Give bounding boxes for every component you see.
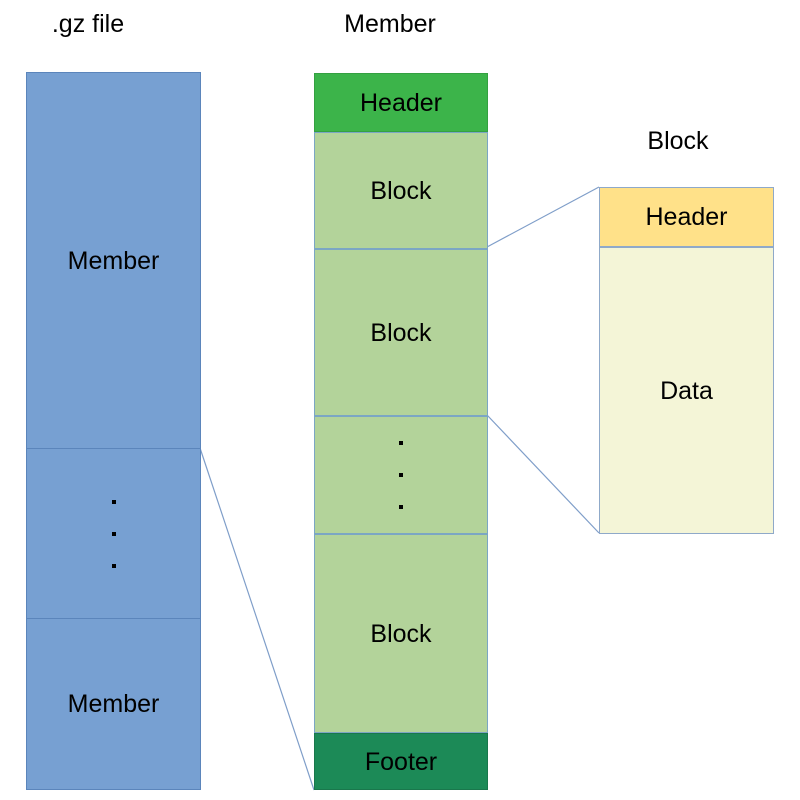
connector-member-to-block-top (486, 186, 600, 248)
member-title: Member (344, 10, 436, 38)
member-ellipsis-dots (314, 416, 488, 534)
block-segment-header: Header (599, 187, 774, 247)
ellipsis-dot (399, 441, 403, 445)
block-segment-data: Data (599, 247, 774, 534)
ellipsis-dot (399, 473, 403, 477)
gz-file-title: .gz file (51, 10, 125, 38)
gz-segment-member-bottom: Member (26, 618, 201, 790)
connector-gz-to-member (199, 447, 315, 791)
ellipsis-dot (111, 563, 116, 568)
gz-ellipsis-dots (26, 448, 201, 619)
member-segment-header: Header (314, 73, 488, 132)
member-segment-block-1: Block (314, 132, 488, 249)
ellipsis-dot (111, 499, 116, 504)
member-segment-block-2: Block (314, 249, 488, 416)
ellipsis-dot (399, 505, 403, 509)
block-title: Block (647, 127, 709, 155)
member-segment-footer: Footer (314, 733, 488, 790)
ellipsis-dot (111, 531, 116, 536)
connector-member-to-block-bottom (486, 414, 600, 534)
member-segment-block-3: Block (314, 534, 488, 733)
gz-segment-member-top: Member (26, 72, 201, 449)
